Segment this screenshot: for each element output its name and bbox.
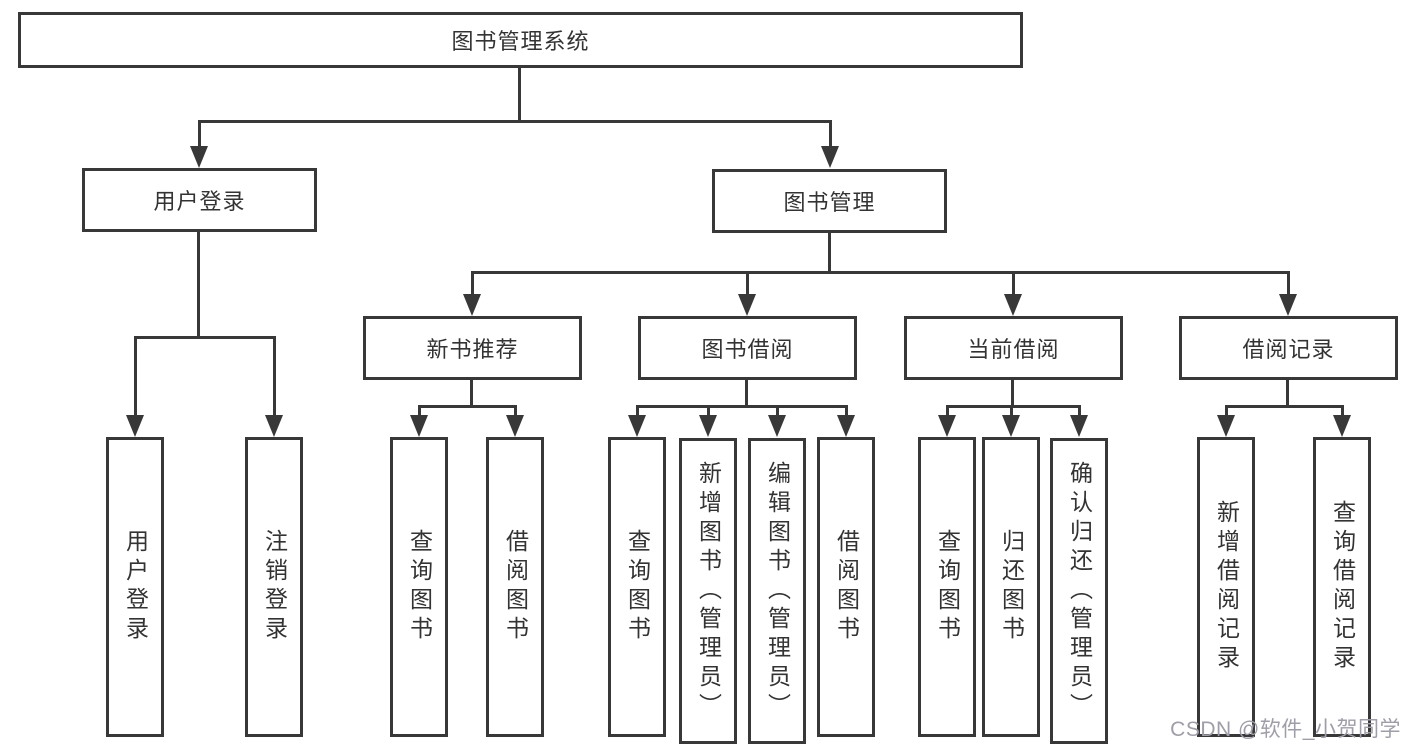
arrow-to-new-book-borrow [506, 405, 524, 437]
arrow-to-borrow [738, 271, 756, 316]
leaf-current-confirm-label: 确认归还（管理员） [1066, 460, 1093, 722]
leaf-new-book-borrow: 借阅图书 [486, 437, 544, 737]
arrow-to-borrow-query [628, 405, 646, 437]
leaf-user-login-login-label: 用户登录 [122, 529, 149, 645]
leaf-borrow-add: 新增图书（管理员） [679, 438, 737, 744]
leaf-new-book-query: 查询图书 [390, 437, 448, 737]
leaf-borrow-edit: 编辑图书（管理员） [748, 438, 806, 744]
node-book-mgmt: 图书管理 [712, 169, 947, 233]
arrow-to-logout [265, 336, 283, 437]
node-root-label: 图书管理系统 [451, 29, 590, 54]
leaf-borrow-query-label: 查询图书 [624, 529, 651, 645]
node-user-login: 用户登录 [82, 168, 317, 232]
node-user-login-label: 用户登录 [153, 189, 246, 214]
leaf-user-login-logout-label: 注销登录 [261, 529, 288, 645]
arrow-to-records [1279, 271, 1297, 316]
leaf-records-query: 查询借阅记录 [1313, 437, 1371, 737]
connector-records-stem [1286, 378, 1289, 408]
leaf-current-confirm: 确认归还（管理员） [1050, 438, 1108, 744]
arrow-to-current-query [938, 405, 956, 437]
connector-current-stem [1011, 378, 1014, 408]
leaf-borrow-borrow: 借阅图书 [817, 437, 875, 737]
node-current: 当前借阅 [904, 316, 1123, 380]
arrow-to-book-mgmt [821, 120, 839, 168]
leaf-current-query: 查询图书 [918, 437, 976, 737]
node-records-label: 借阅记录 [1242, 337, 1335, 362]
node-borrow-label: 图书借阅 [701, 337, 794, 362]
connector-new-book-rail [418, 405, 517, 408]
leaf-borrow-query: 查询图书 [608, 437, 666, 737]
arrow-to-records-query [1333, 405, 1351, 437]
arrow-to-borrow-add [699, 405, 717, 437]
csdn-watermark: CSDN @软件_小贺同学 [1170, 718, 1401, 741]
connector-new-book-stem [470, 378, 473, 408]
arrow-to-new-book-query [410, 405, 428, 437]
connector-level2-rail [198, 120, 832, 123]
leaf-borrow-add-label: 新增图书（管理员） [695, 460, 722, 722]
connector-sections-rail [471, 271, 1290, 274]
node-records: 借阅记录 [1179, 316, 1398, 380]
arrow-to-current-return [1002, 405, 1020, 437]
arrow-to-records-add [1217, 405, 1235, 437]
leaf-records-query-label: 查询借阅记录 [1329, 500, 1356, 674]
leaf-borrow-edit-label: 编辑图书（管理员） [764, 460, 791, 722]
connector-records-rail [1225, 405, 1344, 408]
arrow-to-borrow-edit [768, 405, 786, 437]
leaf-user-login-login: 用户登录 [106, 437, 164, 737]
connector-current-rail [946, 405, 1081, 408]
arrow-to-new-book [463, 271, 481, 316]
node-borrow: 图书借阅 [638, 316, 857, 380]
leaf-borrow-borrow-label: 借阅图书 [833, 529, 860, 645]
node-root: 图书管理系统 [18, 12, 1023, 68]
leaf-new-book-borrow-label: 借阅图书 [502, 529, 529, 645]
node-new-book: 新书推荐 [363, 316, 582, 380]
node-book-mgmt-label: 图书管理 [783, 190, 876, 215]
leaf-user-login-logout: 注销登录 [245, 437, 303, 737]
leaf-current-return-label: 归还图书 [998, 529, 1025, 645]
node-new-book-label: 新书推荐 [426, 337, 519, 362]
connector-borrow-stem [745, 378, 748, 408]
leaf-records-add: 新增借阅记录 [1197, 437, 1255, 737]
arrow-to-borrow-borrow [837, 405, 855, 437]
connector-book-mgmt-stem [828, 231, 831, 274]
connector-root-stem [518, 66, 521, 123]
node-current-label: 当前借阅 [967, 337, 1060, 362]
leaf-new-book-query-label: 查询图书 [406, 529, 433, 645]
arrow-to-login [126, 336, 144, 437]
arrow-to-user-login [190, 120, 208, 168]
arrow-to-current-confirm [1070, 405, 1088, 437]
leaf-current-query-label: 查询图书 [934, 529, 961, 645]
connector-user-login-stem [197, 230, 200, 339]
connector-borrow-rail [636, 405, 848, 408]
arrow-to-current [1004, 271, 1022, 316]
connector-user-login-rail [134, 336, 276, 339]
leaf-current-return: 归还图书 [982, 437, 1040, 737]
leaf-records-add-label: 新增借阅记录 [1213, 500, 1240, 674]
